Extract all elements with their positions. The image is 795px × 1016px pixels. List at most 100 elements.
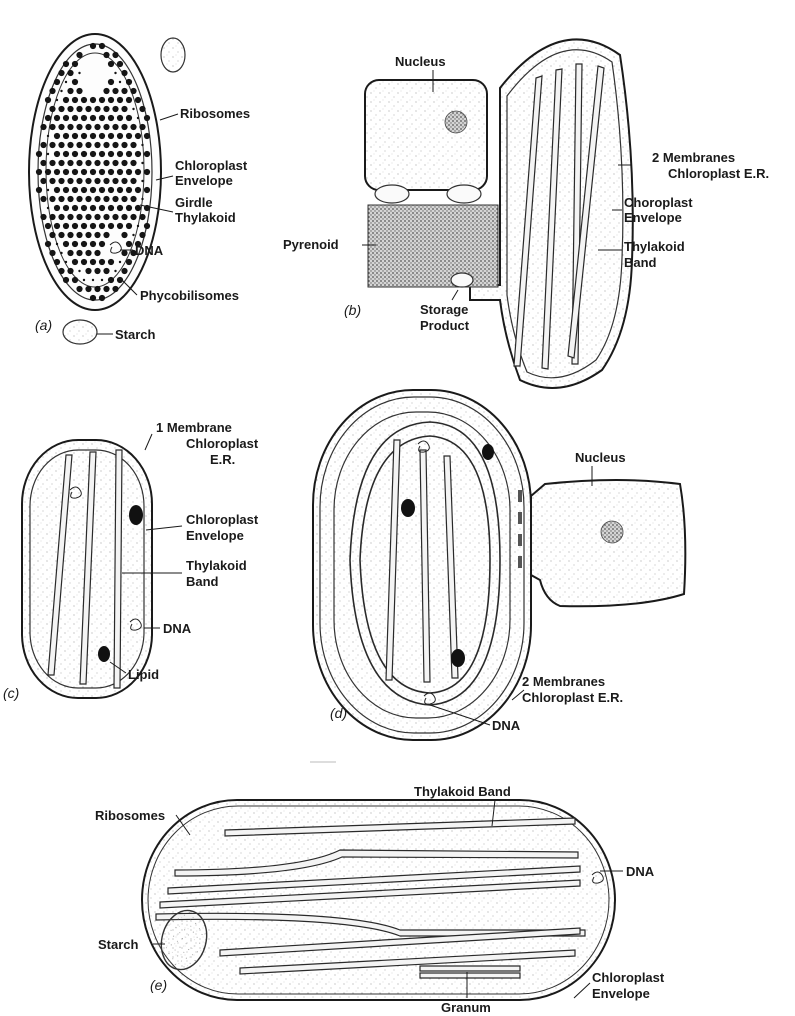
panel-e-label-ribosomes: Ribosomes (95, 808, 165, 823)
ribosome-dot (126, 169, 132, 175)
panel-b-storage-product (451, 273, 473, 287)
ribosome-dot (121, 250, 127, 256)
ribosome-dot (101, 279, 103, 281)
ribosome-dot (90, 187, 96, 193)
ribosome-dot (90, 295, 96, 301)
ribosome-dot (63, 133, 69, 139)
ribosome-dot (40, 124, 46, 130)
ribosome-dot (141, 198, 143, 200)
ribosome-dot (45, 223, 51, 229)
ribosome-dot (108, 277, 114, 283)
ribosome-dot (58, 178, 64, 184)
panel-d-lipid-2 (401, 499, 415, 517)
panel-a-label-envelope: Envelope (175, 173, 233, 188)
ribosome-dot (126, 223, 132, 229)
ribosome-dot (112, 196, 118, 202)
ribosome-dot (108, 151, 114, 157)
ribosome-dot (117, 169, 123, 175)
ribosome-dot (49, 214, 55, 220)
ribosome-dot (108, 133, 114, 139)
panel-c-label-chloroplast: Chloroplast (186, 512, 259, 527)
panel-b-letter: (b) (344, 302, 361, 318)
ribosome-dot (99, 97, 105, 103)
panel-a-label-ribosomes: Ribosomes (180, 106, 250, 121)
ribosome-dot (121, 88, 127, 94)
ribosome-dot (81, 115, 87, 121)
ribosome-dot (85, 124, 91, 130)
ribosome-dot (47, 207, 49, 209)
panel-b-storage-oval-left (375, 185, 409, 203)
ribosome-dot (117, 151, 123, 157)
ribosome-dot (126, 79, 132, 85)
ribosome-dot (144, 169, 150, 175)
panel-d-label-chloroplast-er: Chloroplast E.R. (522, 690, 623, 705)
ribosome-dot (67, 250, 73, 256)
ribosome-dot (130, 142, 136, 148)
ribosome-dot (85, 214, 91, 220)
ribosome-dot (67, 88, 73, 94)
ribosome-dot (94, 142, 100, 148)
ribosome-dot (94, 268, 100, 274)
ribosome-dot (36, 187, 42, 193)
panel-b-label-chloroplast-er: Chloroplast E.R. (668, 166, 769, 181)
ribosome-dot (99, 115, 105, 121)
ribosome-dot (117, 133, 123, 139)
ribosome-dot (81, 259, 87, 265)
ribosome-dot (63, 115, 69, 121)
ribosome-dot (99, 223, 105, 229)
ribosome-dot (117, 187, 123, 193)
ribosome-dot (126, 241, 132, 247)
ribosome-dot (141, 162, 143, 164)
ribosome-dot (99, 151, 105, 157)
ribosome-dot (76, 124, 82, 130)
ribosome-dot (63, 277, 69, 283)
panel-c: (c) 1 Membrane Chloroplast E.R. Chloropl… (3, 420, 259, 701)
ribosome-dot (121, 268, 127, 274)
ribosome-dot (90, 43, 96, 49)
panel-b-nucleus (365, 80, 487, 190)
ribosome-dot (90, 151, 96, 157)
ribosome-dot (47, 135, 49, 137)
ribosome-dot (56, 243, 58, 245)
ribosome-dot (72, 205, 78, 211)
ribosome-dot (144, 223, 150, 229)
panel-c-label-dna: DNA (163, 621, 192, 636)
panel-b-label-choroplast: Choroplast (624, 195, 693, 210)
ribosome-dot (121, 178, 127, 184)
ribosome-dot (72, 79, 78, 85)
ribosome-dot (130, 160, 136, 166)
ribosome-dot (119, 81, 121, 83)
ribosome-dot (94, 232, 100, 238)
ribosome-dot (135, 133, 141, 139)
ribosome-dot (54, 205, 60, 211)
panel-b-label-product: Product (420, 318, 470, 333)
ribosome-dot (117, 115, 123, 121)
ribosome-dot (117, 97, 123, 103)
ribosome-dot (49, 142, 55, 148)
ribosome-dot (81, 205, 87, 211)
ribosome-dot (47, 189, 49, 191)
ribosome-dot (67, 160, 73, 166)
ribosome-dot (141, 144, 143, 146)
ribosome-dot (40, 196, 46, 202)
ribosome-dot (54, 133, 60, 139)
ribosome-dot (85, 106, 91, 112)
ribosome-dot (94, 286, 100, 292)
ribosome-dot (40, 142, 46, 148)
panel-a-label-thylakoid: Thylakoid (175, 210, 236, 225)
ribosome-dot (72, 223, 78, 229)
ribosome-dot (99, 187, 105, 193)
ribosome-dot (135, 187, 141, 193)
panel-e-letter: (e) (150, 977, 167, 993)
ribosome-dot (94, 250, 100, 256)
panel-a-label-starch: Starch (115, 327, 156, 342)
ribosome-dot (139, 232, 145, 238)
ribosome-dot (81, 133, 87, 139)
ribosome-dot (81, 241, 87, 247)
ribosome-dot (103, 268, 109, 274)
ribosome-dot (112, 106, 118, 112)
ribosome-dot (108, 169, 114, 175)
ribosome-dot (65, 81, 67, 83)
ribosome-dot (139, 214, 145, 220)
panel-c-label-band: Band (186, 574, 219, 589)
